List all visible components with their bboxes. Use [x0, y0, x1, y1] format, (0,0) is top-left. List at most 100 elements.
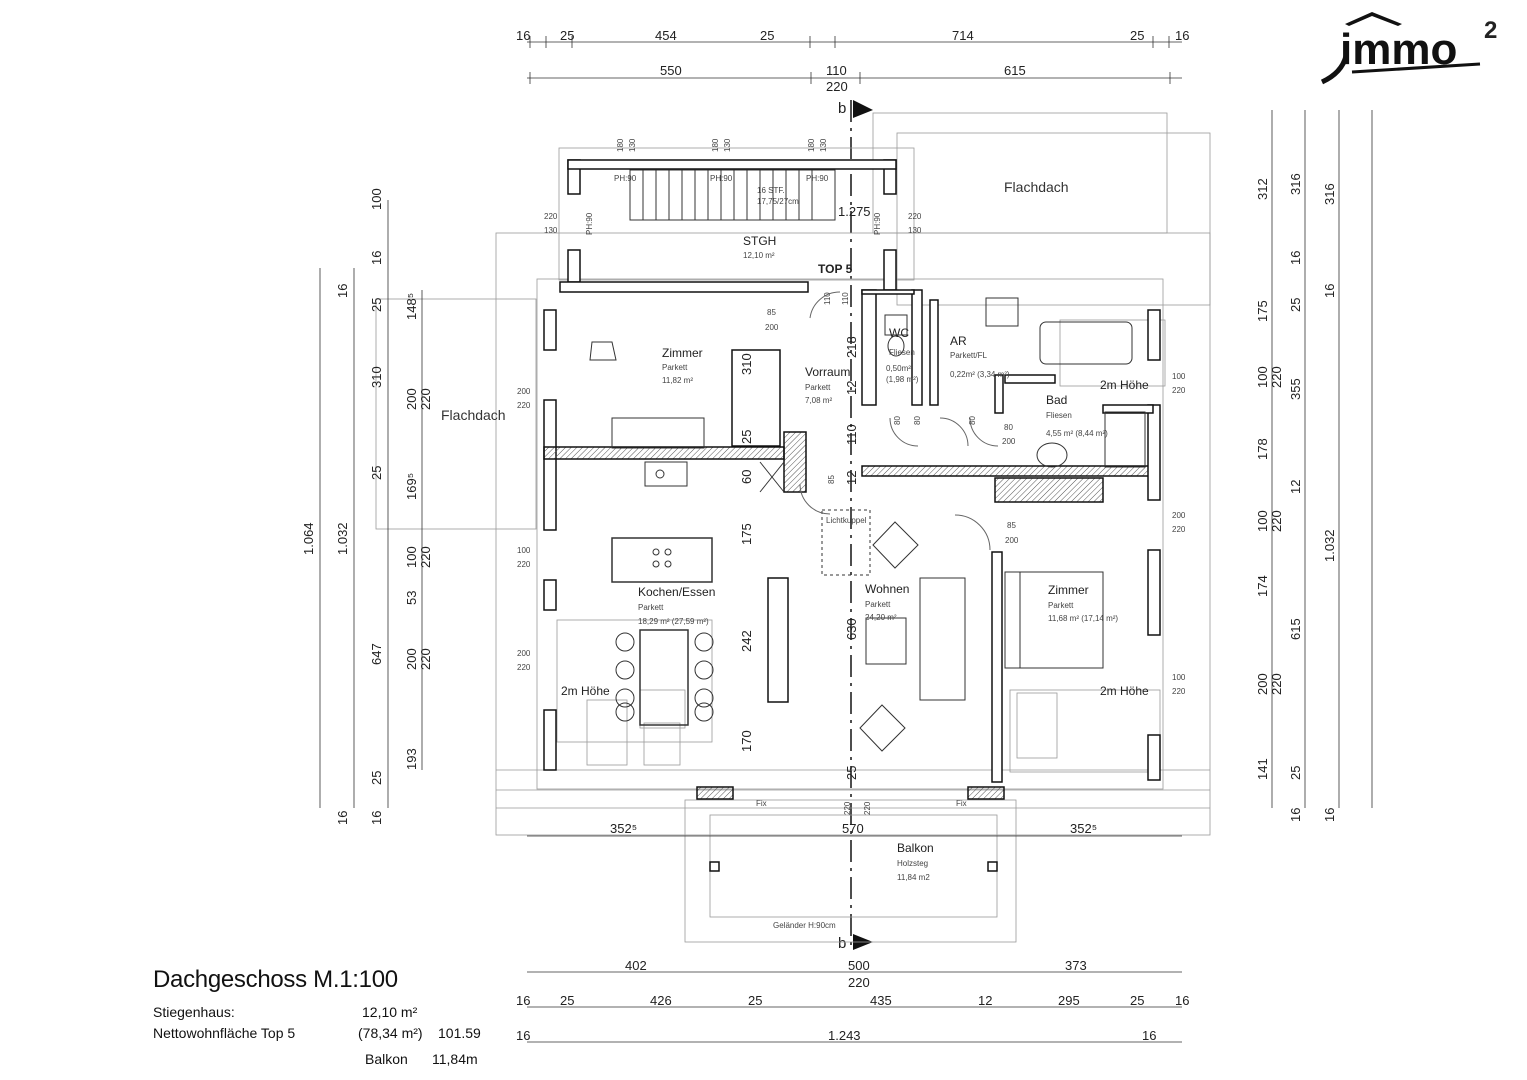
- room-zimmer1-floor: Parkett: [662, 363, 688, 372]
- svg-text:220: 220: [517, 401, 531, 410]
- section-marker-top: b: [838, 100, 873, 118]
- svg-text:130: 130: [544, 226, 558, 235]
- svg-text:b: b: [838, 935, 846, 952]
- svg-text:200: 200: [1005, 536, 1019, 545]
- dim-top-3: 454: [655, 28, 677, 43]
- ph-label-2: PH:90: [710, 174, 733, 183]
- svg-text:16: 16: [516, 993, 530, 1008]
- svg-text:570: 570: [842, 821, 864, 836]
- svg-text:53: 53: [404, 591, 419, 605]
- svg-text:85: 85: [827, 475, 836, 484]
- svg-text:435: 435: [870, 993, 892, 1008]
- svg-text:316: 316: [1322, 183, 1337, 205]
- svg-text:220: 220: [418, 648, 433, 670]
- svg-text:25: 25: [844, 766, 859, 780]
- svg-text:352⁵: 352⁵: [610, 821, 637, 836]
- svg-text:80: 80: [968, 416, 977, 425]
- svg-text:200: 200: [517, 387, 531, 396]
- svg-text:174: 174: [1255, 575, 1270, 597]
- svg-text:175: 175: [739, 523, 754, 545]
- svg-text:16: 16: [369, 811, 384, 825]
- ph-label-5: PH:90: [873, 212, 882, 235]
- svg-text:220: 220: [1172, 386, 1186, 395]
- flachdach-left: Flachdach: [441, 407, 506, 423]
- svg-text:352⁵: 352⁵: [1070, 821, 1097, 836]
- dim-top-7: 16: [1175, 28, 1189, 43]
- ph-label-4: PH:90: [585, 212, 594, 235]
- svg-text:180: 180: [807, 138, 816, 152]
- fix-label-1: Fix: [756, 799, 767, 808]
- legend-netto-value2: 101.59: [438, 1025, 481, 1041]
- svg-text:175: 175: [1255, 300, 1270, 322]
- room-zimmer1-name: Zimmer: [662, 346, 703, 360]
- svg-text:100: 100: [517, 546, 531, 555]
- svg-text:130: 130: [908, 226, 922, 235]
- svg-text:b: b: [838, 100, 846, 117]
- svg-text:500: 500: [848, 958, 870, 973]
- room-wohnen-name: Wohnen: [865, 582, 909, 596]
- room-bad-floor: Fliesen: [1046, 411, 1072, 420]
- legend-netto-value1: (78,34 m²): [358, 1025, 423, 1041]
- svg-text:373: 373: [1065, 958, 1087, 973]
- svg-text:16: 16: [335, 811, 350, 825]
- svg-text:16: 16: [1288, 251, 1303, 265]
- left-dimensions: [319, 200, 423, 808]
- ph-label-1: PH:90: [614, 174, 637, 183]
- svg-text:220: 220: [908, 212, 922, 221]
- svg-text:647: 647: [369, 643, 384, 665]
- svg-text:200: 200: [517, 649, 531, 658]
- svg-text:16: 16: [1175, 993, 1189, 1008]
- svg-text:100: 100: [1172, 372, 1186, 381]
- interior-dimensions: 310 25 60 175 242 170 218 12 110 12 630 …: [517, 138, 1186, 815]
- svg-text:100: 100: [404, 546, 419, 568]
- flachdach-top: Flachdach: [1004, 179, 1069, 195]
- walls: [543, 159, 1161, 872]
- room-stgh-area: 12,10 m²: [743, 251, 775, 260]
- svg-text:310: 310: [739, 353, 754, 375]
- hoehe-label-3: 2m Höhe: [1100, 684, 1149, 698]
- plan-title: Dachgeschoss M.1:100: [153, 966, 398, 993]
- svg-text:355: 355: [1288, 378, 1303, 400]
- svg-text:130: 130: [723, 138, 732, 152]
- top-dimensions: [527, 36, 1182, 84]
- legend-balkon-value: 11,84m: [432, 1051, 478, 1067]
- svg-text:180: 180: [616, 138, 625, 152]
- section-marker-bottom: b: [838, 934, 873, 952]
- svg-text:220: 220: [1172, 525, 1186, 534]
- svg-text:25: 25: [560, 993, 574, 1008]
- room-wc-area: 0,50m²: [886, 364, 911, 373]
- room-wohnen-floor: Parkett: [865, 600, 891, 609]
- svg-text:130: 130: [628, 138, 637, 152]
- svg-text:100: 100: [1255, 366, 1270, 388]
- svg-text:295: 295: [1058, 993, 1080, 1008]
- svg-text:200: 200: [1255, 673, 1270, 695]
- svg-text:312: 312: [1255, 178, 1270, 200]
- room-stgh-name: STGH: [743, 234, 776, 248]
- room-wc-name: WC: [889, 326, 909, 340]
- immo-logo: immo 2: [1320, 12, 1497, 85]
- legend-stiegenhaus-value: 12,10 m²: [362, 1004, 418, 1020]
- svg-text:178: 178: [1255, 438, 1270, 460]
- dim-top-10: 615: [1004, 63, 1026, 78]
- svg-text:100: 100: [369, 188, 384, 210]
- svg-text:615: 615: [1288, 618, 1303, 640]
- svg-text:85: 85: [767, 308, 776, 317]
- room-vorraum-name: Vorraum: [805, 365, 850, 379]
- svg-text:180: 180: [711, 138, 720, 152]
- svg-text:16: 16: [369, 251, 384, 265]
- svg-text:16: 16: [1288, 808, 1303, 822]
- svg-text:310: 310: [369, 366, 384, 388]
- svg-text:25: 25: [369, 771, 384, 785]
- room-balkon-name: Balkon: [897, 841, 934, 855]
- svg-text:100: 100: [1255, 510, 1270, 532]
- ph-label-3: PH:90: [806, 174, 829, 183]
- room-kochen-area: 18,29 m² (27,59 m²): [638, 617, 709, 626]
- svg-text:80: 80: [1004, 423, 1013, 432]
- dim-left-outer: 1.064: [301, 522, 316, 555]
- hoehe-label-1: 2m Höhe: [1100, 378, 1149, 392]
- room-ar-name: AR: [950, 334, 967, 348]
- svg-text:426: 426: [650, 993, 672, 1008]
- svg-text:25: 25: [369, 466, 384, 480]
- svg-text:220: 220: [418, 388, 433, 410]
- svg-text:169⁵: 169⁵: [404, 473, 419, 500]
